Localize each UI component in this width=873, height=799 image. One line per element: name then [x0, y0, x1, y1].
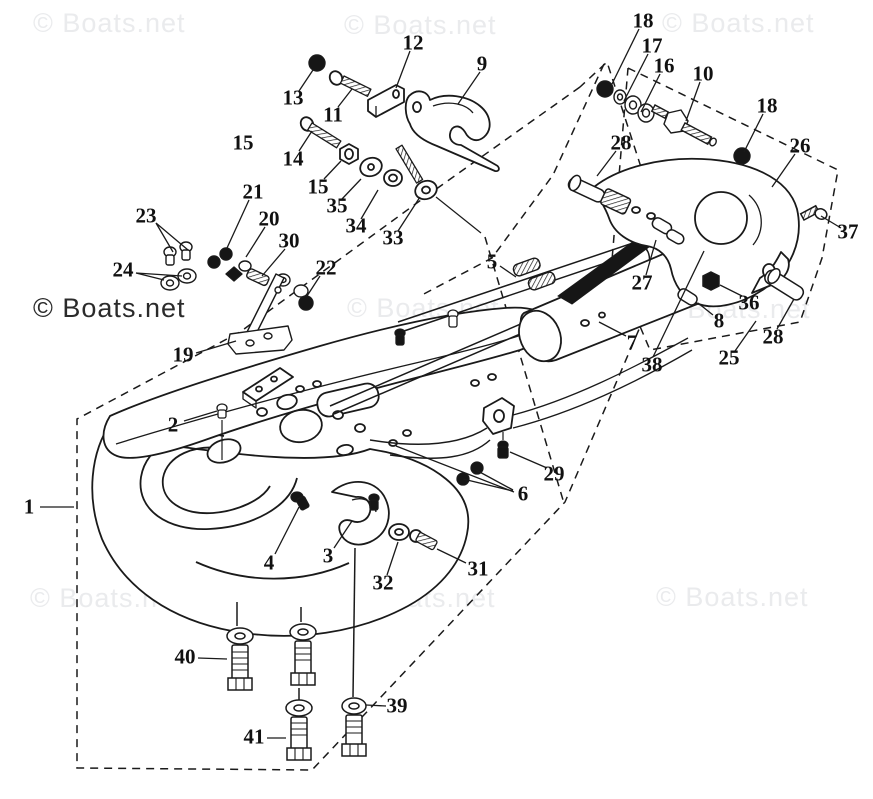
part-label-41: 41	[243, 724, 265, 749]
part-label-25: 25	[718, 345, 740, 370]
tilt-lock-lever-group	[299, 54, 500, 234]
part-label-30: 30	[278, 228, 300, 253]
part-label-15: 15	[232, 130, 254, 155]
part-label-18: 18	[756, 93, 778, 118]
part-label-18: 18	[632, 8, 654, 33]
pivot-pins	[567, 174, 828, 306]
swivel-plate	[102, 241, 693, 459]
part-label-26: 26	[789, 133, 811, 158]
part-label-11: 11	[323, 102, 343, 127]
part-label-6: 6	[517, 481, 529, 506]
part-label-2: 2	[167, 412, 179, 437]
part-label-28: 28	[610, 130, 632, 155]
part-label-38: 38	[641, 352, 663, 377]
part-label-15: 15	[307, 174, 329, 199]
part-label-7: 7	[626, 330, 638, 355]
part-label-27: 27	[631, 270, 653, 295]
watermark-boats-net: © Boats.net	[33, 293, 186, 323]
watermark-boats-net: © Boats.net	[33, 8, 186, 38]
part-label-16: 16	[653, 53, 675, 78]
part-label-14: 14	[282, 146, 304, 171]
part-label-29: 29	[543, 461, 565, 486]
part-label-33: 33	[382, 225, 404, 250]
spring-pin-5	[512, 257, 556, 291]
callout-leader-lines	[40, 28, 842, 739]
part-label-40: 40	[174, 644, 196, 669]
watermark-boats-net: © Boats.net	[344, 10, 497, 40]
part-label-8: 8	[713, 308, 725, 333]
part-label-39: 39	[386, 693, 408, 718]
watermark-boats-net: © Boats.net	[662, 8, 815, 38]
part-label-10: 10	[692, 61, 714, 86]
part-label-13: 13	[282, 85, 304, 110]
part-label-19: 19	[172, 342, 194, 367]
part-label-1: 1	[23, 494, 35, 519]
part-label-3: 3	[322, 543, 334, 568]
watermark-boats-net: © Boats.net	[656, 582, 809, 612]
part-label-35: 35	[326, 193, 348, 218]
swivel-arm-bracket	[593, 157, 800, 308]
part-label-32: 32	[372, 570, 394, 595]
part-label-4: 4	[263, 550, 275, 575]
part-label-9: 9	[476, 51, 488, 76]
mount-bolts	[221, 420, 504, 761]
part-label-24: 24	[112, 257, 134, 282]
part-label-12: 12	[402, 30, 424, 55]
clamp-bracket-body	[91, 420, 470, 637]
part-label-31: 31	[467, 556, 489, 581]
part-label-36: 36	[738, 290, 760, 315]
part-label-22: 22	[315, 255, 337, 280]
part-label-23: 23	[135, 203, 157, 228]
anchor-bracket-cluster	[160, 241, 314, 355]
part-label-21: 21	[242, 179, 264, 204]
part-label-5: 5	[486, 249, 498, 274]
part-label-17: 17	[641, 33, 663, 58]
part-label-37: 37	[837, 219, 859, 244]
adjust-screw-hardware	[596, 80, 751, 165]
part-label-34: 34	[345, 213, 367, 238]
dashed-boundary-lines	[76, 60, 839, 771]
part-label-28: 28	[762, 324, 784, 349]
part-label-20: 20	[258, 206, 280, 231]
